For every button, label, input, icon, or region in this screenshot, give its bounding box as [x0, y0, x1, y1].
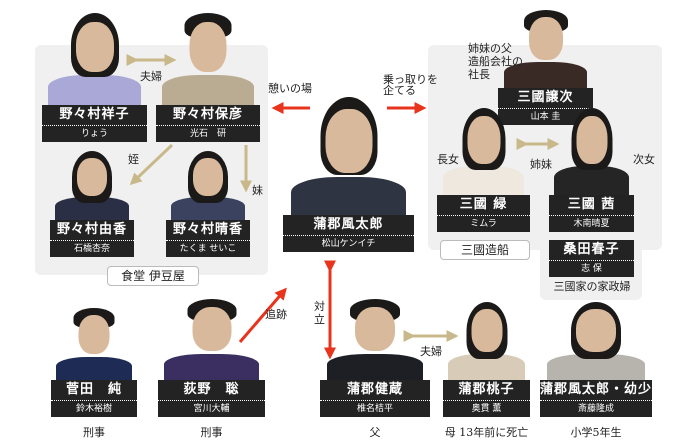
actor-name: たくま せいこ: [179, 244, 237, 254]
name-plate: 蒲郡風太郎松山ケンイチ: [283, 215, 414, 252]
character-card-yuka: 野々村由香石橋杏奈: [50, 151, 134, 257]
character-note: 長女: [437, 153, 459, 166]
portrait-photo: [55, 145, 129, 220]
relation-label-tairitsu: 対 立: [314, 300, 325, 326]
actor-name: 斎藤隆成: [577, 404, 614, 414]
actor-name: 奥貫 薫: [471, 404, 502, 414]
character-name: 荻野 聡: [158, 380, 265, 401]
portrait-photo: [554, 100, 629, 195]
character-name: 三國譲次: [498, 88, 593, 109]
name-plate: 三國 緑ミムラ: [437, 195, 530, 232]
actor-name: 松山ケンイチ: [321, 239, 376, 249]
character-name: 蒲郡健蔵: [320, 380, 430, 401]
portrait-photo: [326, 292, 424, 380]
character-name: 桑田春子: [549, 240, 634, 261]
relation-label-couple: 夫婦: [140, 70, 162, 83]
relation-label-tsuiseki: 追跡: [265, 308, 287, 321]
portrait-photo: [164, 292, 259, 380]
character-card-akane: 三國 茜木南晴夏 次女: [549, 108, 655, 232]
portrait-photo: [48, 5, 141, 105]
portrait-photo: [56, 302, 132, 380]
relation-label-nottori: 乗っ取りを 企てる: [383, 73, 438, 97]
character-card-ogino: 荻野 聡宮川大輔刑事: [158, 299, 265, 439]
character-note: 父: [369, 426, 381, 439]
group-label-mikuni-zosen: 三國造船: [440, 240, 530, 260]
character-name: 菅田 純: [51, 380, 137, 401]
name-plate: 菅田 純鈴木裕樹: [51, 380, 137, 417]
portrait-photo: [442, 100, 525, 195]
actor-name: ミムラ: [470, 219, 497, 229]
character-note: 姉妹の父 造船会社の 社長: [468, 42, 523, 81]
character-name: 三國 茜: [549, 195, 634, 216]
name-plate: 桑田春子志 保: [549, 240, 634, 277]
group-label-shokudo: 食堂 伊豆屋: [107, 266, 199, 286]
character-name: 野々村祥子: [42, 105, 147, 126]
character-card-shoko: 野々村祥子りょう: [42, 13, 147, 142]
character-note: 次女: [633, 153, 655, 166]
name-plate: 蒲郡桃子奥貫 薫: [443, 380, 530, 417]
actor-name: 宮川大輔: [193, 404, 230, 414]
character-name: 三國 緑: [437, 195, 530, 216]
actor-name: 鈴木裕樹: [75, 404, 112, 414]
name-plate: 三國 茜木南晴夏: [549, 195, 634, 232]
character-card-yasuhiko: 野々村保彦光石 研: [156, 13, 260, 142]
name-plate: 荻野 聡宮川大輔: [158, 380, 265, 417]
actor-name: 山本 圭: [530, 112, 561, 122]
name-plate: 蒲郡健蔵椎名桔平: [320, 380, 430, 417]
character-card-haruka: 野々村晴香たくま せいこ: [166, 151, 250, 257]
relation-label-sister: 妹: [252, 184, 263, 197]
name-plate: 野々村晴香たくま せいこ: [166, 220, 250, 257]
portrait-photo: [448, 295, 525, 380]
character-card-futaro: 蒲郡風太郎松山ケンイチ: [283, 97, 414, 252]
character-note: 刑事: [83, 426, 105, 439]
character-note: 刑事: [200, 426, 223, 439]
arrow-niece: [129, 143, 174, 186]
actor-name: 椎名桔平: [356, 404, 393, 414]
portrait-photo: [546, 295, 646, 380]
character-name: 野々村保彦: [156, 105, 260, 126]
relation-label-shimai: 姉妹: [530, 158, 552, 171]
actor-name: 光石 研: [189, 129, 226, 139]
relation-label-couple-gamagori: 夫婦: [420, 345, 442, 358]
name-plate: 野々村祥子りょう: [42, 105, 147, 142]
character-card-joji: 三國譲次山本 圭 姉妹の父 造船会社の 社長: [468, 10, 593, 125]
portrait-photo: [290, 87, 407, 215]
character-name: 野々村晴香: [166, 220, 250, 241]
character-name: 蒲郡桃子: [443, 380, 530, 401]
actor-name: 木南晴夏: [573, 219, 610, 229]
relation-label-ikoi: 憩いの場: [268, 82, 312, 95]
portrait-photo: [171, 145, 245, 220]
character-note: 母 13年前に死亡: [444, 426, 529, 439]
character-card-midori: 三國 緑ミムラ長女: [437, 108, 530, 232]
name-plate: 野々村保彦光石 研: [156, 105, 260, 142]
relation-label-niece: 姪: [128, 153, 139, 166]
name-plate: 野々村由香石橋杏奈: [50, 220, 134, 257]
actor-name: 志 保: [581, 264, 602, 274]
actor-name: 石橋杏奈: [73, 244, 110, 254]
portrait-photo: [503, 3, 588, 88]
portrait-photo: [162, 5, 254, 105]
character-name: 蒲郡風太郎: [283, 215, 414, 236]
arrow-tsuiseki: [238, 287, 287, 343]
character-card-futaro-young: 蒲郡風太郎・幼少斎藤隆成小学5年生: [540, 302, 652, 439]
character-card-sugata: 菅田 純鈴木裕樹刑事: [51, 308, 137, 439]
actor-name: りょう: [80, 129, 108, 139]
character-note: 小学5年生: [570, 426, 622, 439]
name-plate: 蒲郡風太郎・幼少斎藤隆成: [540, 380, 652, 417]
character-note: 三國家の家政婦: [553, 280, 631, 293]
character-card-momoko: 蒲郡桃子奥貫 薫母 13年前に死亡: [443, 302, 530, 439]
character-card-kenzo: 蒲郡健蔵椎名桔平父: [320, 299, 430, 439]
character-name: 野々村由香: [50, 220, 134, 241]
character-name: 蒲郡風太郎・幼少: [540, 380, 652, 401]
character-card-haruko: 桑田春子志 保三國家の家政婦: [549, 240, 634, 293]
